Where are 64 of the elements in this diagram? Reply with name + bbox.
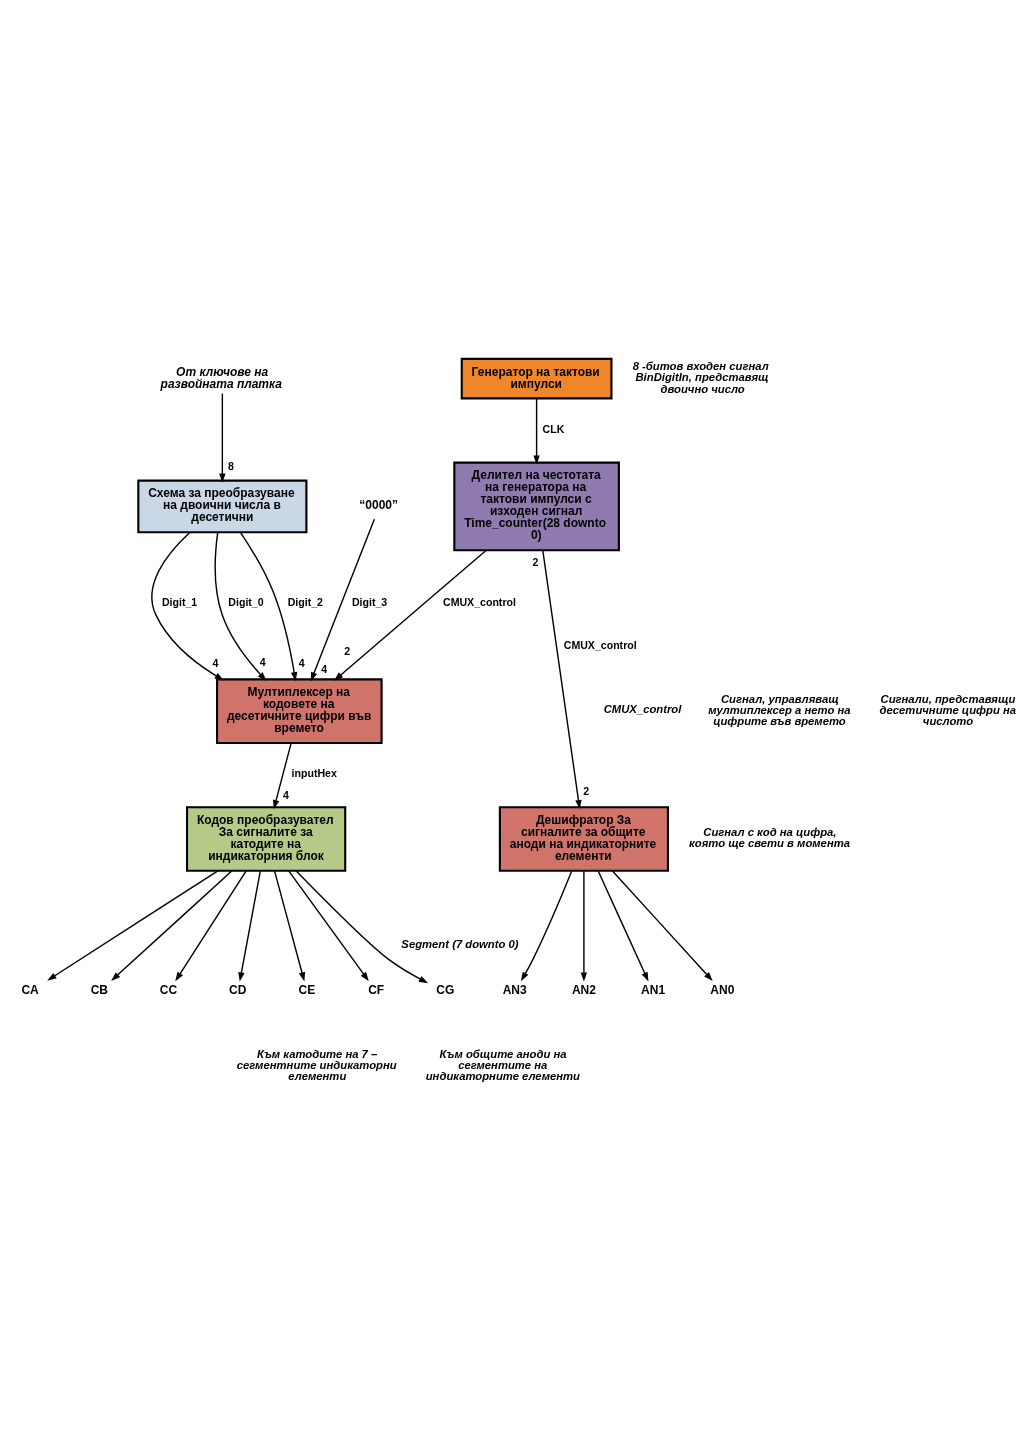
label: 2 [583, 784, 590, 797]
node-box: Схема за преобразуване на двоични числа в десетични [137, 479, 308, 533]
label: CMUX_control [603, 702, 682, 715]
edge-label: Digit_3 [351, 595, 388, 608]
node-box: Кодов преобразувател За сигналите за катодите на индикаторния блок [186, 805, 347, 872]
arrow [334, 549, 487, 681]
arrow [47, 869, 219, 981]
node-text: “0000” [359, 497, 399, 512]
arrow [273, 869, 306, 982]
label: Сигнал, управляващ мултиплексер а нето на цифрите във времето [708, 692, 851, 727]
label: 2 [344, 644, 351, 657]
label: 4 [282, 788, 289, 801]
label: 4 [298, 656, 305, 669]
arrow [239, 531, 298, 681]
arrow [310, 518, 376, 681]
node-box: Делител на честотата на генератора на тактови импулси с изходен сигнал Time_counter(28 downto 0) [453, 461, 620, 551]
node-text: CF [368, 982, 385, 997]
arrow [151, 531, 224, 680]
edge-label: inputHex [291, 766, 337, 779]
arrow [175, 869, 247, 981]
arrow [238, 869, 262, 982]
node-text: AN2 [571, 982, 596, 997]
edge-label: CLK [542, 422, 565, 435]
arrow [111, 869, 233, 981]
node-text: AN1 [641, 982, 666, 997]
node-text: От ключове на развойната платка [160, 363, 282, 390]
node-text: CB [90, 982, 108, 997]
node-text: CE [298, 982, 316, 997]
node-text: CG [436, 982, 455, 997]
label: 4 [212, 656, 219, 669]
arrow [597, 869, 649, 981]
arrow [611, 869, 713, 981]
arrow [520, 869, 573, 981]
node-box: Дешифратор За сигналите за общите аноди на индикаторните елементи [498, 805, 669, 872]
arrow [542, 549, 582, 809]
label: Към общите аноди на сегментите на индикаторните елементи [425, 1047, 581, 1082]
node-text: AN3 [502, 982, 527, 997]
label: Към катодите на 7 – сегментните индикаторни елементи [236, 1047, 397, 1082]
node-text: CA [21, 982, 39, 997]
arrow [295, 869, 429, 983]
arrow [214, 531, 267, 681]
node-box: Мултиплексер на кодовете на десетичните цифри във времето [216, 677, 383, 744]
arrow [580, 869, 588, 982]
label: 4 [321, 662, 328, 675]
label: Сигнал с код на цифра, която ще свети в момента [689, 825, 851, 849]
label: 2 [532, 555, 539, 568]
arrow [219, 392, 226, 483]
edge-label: Digit_2 [287, 595, 323, 608]
edge-label: CMUX_control [563, 638, 637, 651]
node-text: CD [229, 982, 247, 997]
edge-label: Digit_0 [228, 595, 264, 608]
edge-label: CMUX_control [443, 595, 516, 608]
label: Segment (7 downto 0) [401, 937, 519, 950]
edge-label: Digit_1 [161, 595, 198, 608]
label: 8 -битов входен сигнал BinDigitIn, представящ двоично число [632, 359, 769, 395]
label: Сигнали, представящи десетичните цифри на числото [879, 692, 1017, 727]
label: 4 [259, 655, 266, 668]
node-text: AN0 [710, 982, 735, 997]
label: 8 [228, 459, 234, 472]
arrow [288, 869, 369, 981]
arrow [272, 741, 292, 809]
arrow [533, 397, 540, 465]
node-text: CC [159, 982, 178, 997]
node-box: Генератор на тактови импулси [460, 357, 613, 399]
